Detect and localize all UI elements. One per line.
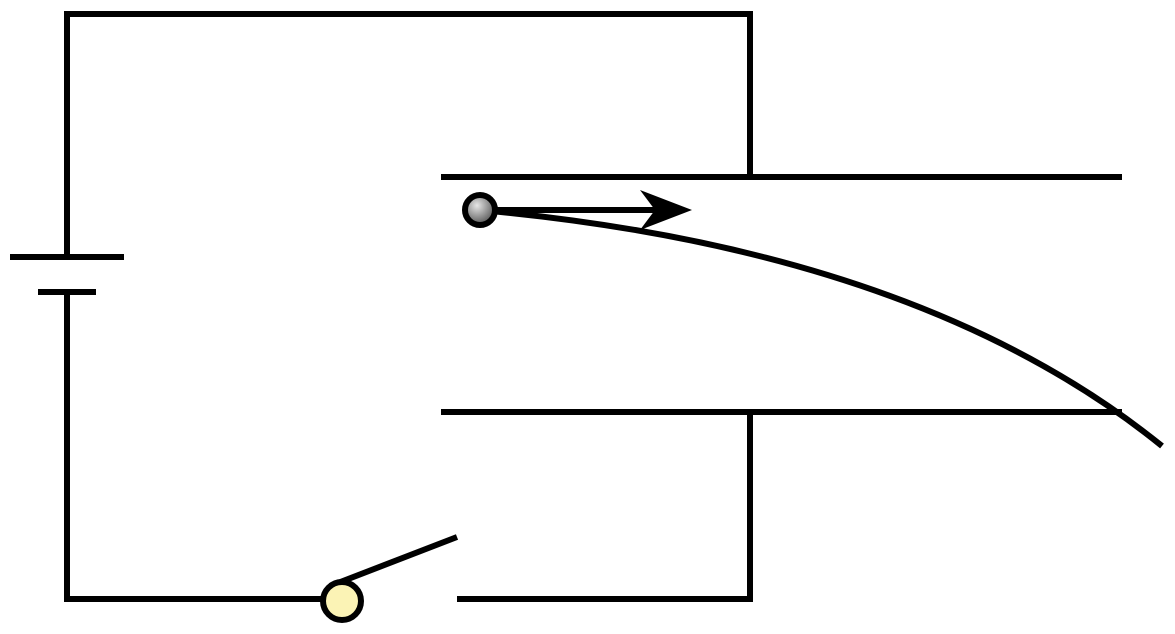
switch-lever[interactable] [328, 534, 459, 589]
switch-icon[interactable] [320, 534, 459, 623]
switch-pivot[interactable] [320, 579, 364, 623]
top-wire [64, 11, 753, 256]
particle-trajectory [479, 207, 1164, 449]
charged-particle-icon [462, 192, 498, 228]
velocity-arrow-head [640, 190, 692, 230]
arrow-right-icon [480, 190, 692, 230]
bottom-left-wire [64, 291, 330, 602]
bottom-right-wire [457, 412, 753, 602]
battery-icon [10, 254, 124, 295]
